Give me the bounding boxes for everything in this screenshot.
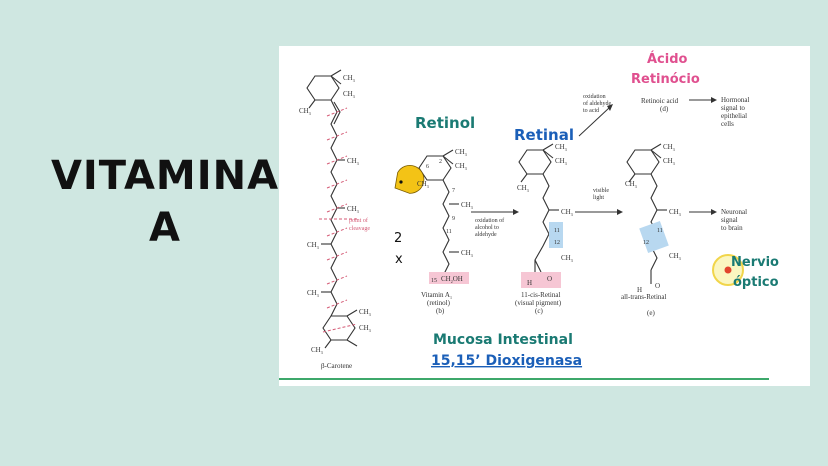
label-e: (e): [647, 309, 655, 317]
retinol-structure: [412, 149, 459, 277]
hormonal-1: Hormonal: [721, 96, 749, 104]
acido-heading: Ácido: [647, 51, 688, 67]
retinol-ch3-1: CH3: [455, 148, 467, 157]
cis-ch3-5: CH3: [561, 254, 573, 263]
trans-retinal-structure: [626, 143, 667, 284]
aldehyde-highlight: [521, 272, 561, 288]
retinol-n6: 6: [426, 164, 429, 170]
cis-ch3-4: CH3: [561, 208, 573, 217]
retinol-n11: 11: [446, 229, 452, 235]
cleavage-label-1: point of: [349, 217, 368, 224]
trans-ch3-4: CH3: [669, 208, 681, 217]
cis-bond-highlight: [549, 222, 563, 248]
retinol-ch3-5: CH3: [461, 249, 473, 258]
retinocio-heading: Retinócio: [631, 72, 700, 87]
bc-ch3-5: CH3: [347, 205, 359, 214]
trans-ch3-3: CH3: [625, 180, 637, 189]
title-line-2: A: [149, 205, 181, 251]
retinol-ch3-4: CH3: [461, 201, 473, 210]
page-title: VITAMINA A: [30, 150, 300, 254]
retinol-paren-label: (retinol): [427, 299, 451, 307]
cis-n12: 12: [554, 240, 560, 246]
cursor-dot-icon: [724, 266, 732, 274]
trans-h: H: [637, 286, 642, 294]
beta-carotene-label: β-Carotene: [321, 362, 352, 370]
visible-2: light: [593, 195, 604, 201]
cis-retinal-structure: [518, 143, 559, 273]
trans-o: O: [655, 282, 660, 290]
ox-alcohol-1: oxidation of: [475, 217, 504, 224]
hormonal-4: cells: [721, 120, 734, 128]
mucosa-heading: Mucosa Intestinal: [433, 332, 573, 348]
cis-ch3-1: CH3: [555, 143, 567, 152]
bc-ch3-10: CH3: [311, 346, 323, 355]
two-label: 2: [394, 231, 402, 246]
bc-ch3-7: CH3: [307, 289, 319, 298]
retinal-heading: Retinal: [514, 126, 574, 144]
nervio-heading: Nervio: [731, 255, 779, 270]
bc-ch3-3: CH3: [299, 107, 311, 116]
bc-ch3-9: CH3: [359, 324, 371, 333]
bc-ch3-4: CH3: [347, 157, 359, 166]
ch2oh-highlight: [429, 272, 469, 284]
trans-n12: 12: [643, 240, 649, 246]
retinoic-acid-label: Retinoic acid: [641, 97, 679, 105]
cis-n11: 11: [554, 228, 560, 234]
vitamin-a1-label: Vitamin A1: [421, 291, 452, 300]
pacman-icon: [394, 165, 425, 194]
retinol-ch3-3: CH3: [417, 180, 429, 189]
dioxigenasa-heading: 15,15’ Dioxigenasa: [431, 353, 582, 369]
label-b: (b): [436, 307, 445, 315]
hormonal-3: epithelial: [721, 112, 747, 120]
cis-ch3-2: CH3: [555, 157, 567, 166]
retinol-heading: Retinol: [415, 114, 475, 132]
hormonal-2: signal to: [721, 104, 745, 112]
beta-carotene-structure: [306, 69, 359, 349]
pacman-eye-icon: [399, 180, 403, 184]
cleavage-label-2: cleavage: [349, 226, 370, 232]
retinol-ch3-2: CH3: [455, 162, 467, 171]
visual-pigment-label: (visual pigment): [515, 299, 562, 307]
retinol-n9: 9: [452, 216, 455, 222]
cis-ch3-3: CH3: [517, 184, 529, 193]
visible-1: visible: [593, 188, 609, 194]
label-c: (c): [535, 307, 543, 315]
cis-retinal-label: 11-cis-Retinal: [521, 291, 560, 299]
ox-alcohol-3: aldehyde: [475, 232, 497, 238]
retinol-n7: 7: [452, 188, 455, 194]
cis-o: O: [547, 275, 552, 283]
ox-alcohol-2: alcohol to: [475, 225, 499, 231]
trans-ch3-2: CH3: [663, 157, 675, 166]
retinol-n15: 15: [431, 278, 437, 284]
cis-h: H: [527, 279, 532, 287]
neuronal-3: to brain: [721, 224, 743, 232]
slide-divider: [279, 378, 769, 380]
ox-aldehyde-2: of aldehyde: [583, 100, 611, 107]
ox-aldehyde-3: to acid: [583, 108, 599, 114]
trans-bond-highlight: [639, 221, 669, 253]
bc-ch3-8: CH3: [359, 308, 371, 317]
neuronal-1: Neuronal: [721, 208, 747, 216]
retinol-n2: 2: [439, 159, 442, 165]
trans-ch3-1: CH3: [663, 143, 675, 152]
bc-ch3-1: CH3: [343, 74, 355, 83]
vitamin-a-diagram: CH3 CH3 CH3 CH3 CH3 CH3 CH3 CH3 CH3 CH3 …: [299, 51, 779, 370]
optico-heading: óptico: [733, 275, 779, 290]
trans-n11: 11: [657, 228, 663, 234]
label-d: (d): [660, 105, 669, 113]
neuronal-2: signal: [721, 216, 738, 224]
ch2oh-label: CH2OH: [441, 275, 463, 284]
title-line-1: VITAMINA: [50, 153, 280, 199]
x-label: x: [395, 252, 403, 267]
ox-aldehyde-1: oxidation: [583, 94, 606, 100]
bc-ch3-6: CH3: [307, 241, 319, 250]
bc-ch3-2: CH3: [343, 90, 355, 99]
trans-ch3-5: CH3: [669, 252, 681, 261]
diagram-panel: CH3 CH3 CH3 CH3 CH3 CH3 CH3 CH3 CH3 CH3 …: [279, 46, 810, 386]
trans-retinal-label: all-trans-Retinal: [621, 293, 667, 301]
